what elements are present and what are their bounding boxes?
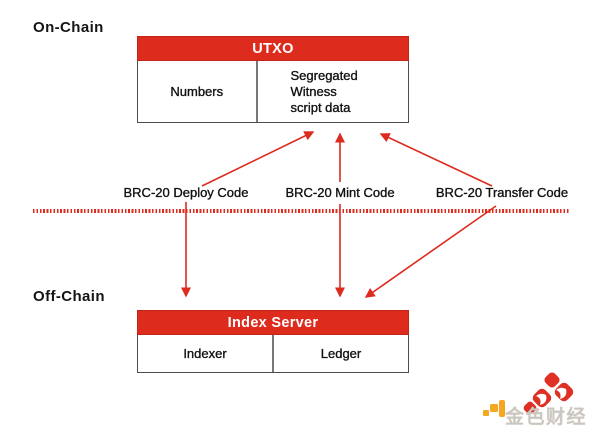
index-cell-indexer: Indexer xyxy=(138,335,272,372)
index-cell-ledger-label: Ledger xyxy=(320,346,362,361)
utxo-table: UTXO Numbers Segregated Witness script d… xyxy=(137,36,409,123)
chain-boundary-dotted-line xyxy=(33,209,569,213)
index-cell-indexer-label: Indexer xyxy=(183,346,227,361)
utxo-cell-segwit: Segregated Witness script data xyxy=(255,61,409,122)
utxo-table-body: Numbers Segregated Witness script data xyxy=(137,61,409,123)
arrow-deploy-to-utxo xyxy=(201,131,315,187)
brc20-mint-code-label: BRC-20 Mint Code xyxy=(285,185,395,200)
index-server-table-header: Index Server xyxy=(137,310,409,335)
arrow-transfer-to-utxo xyxy=(379,133,493,187)
jinse-logo: 金色财经 xyxy=(478,370,600,428)
arrow-transfer-to-index-server xyxy=(364,205,497,298)
utxo-header-label: UTXO xyxy=(252,40,294,57)
jinse-square-icon xyxy=(483,400,505,417)
index-server-table: Index Server Indexer Ledger xyxy=(137,310,409,373)
index-server-table-body: Indexer Ledger xyxy=(137,335,409,373)
utxo-table-header: UTXO xyxy=(137,36,409,61)
jinse-mark-icon xyxy=(523,372,574,415)
utxo-cell-segwit-label: Segregated Witness script data xyxy=(290,67,358,115)
on-chain-zone-label: On-Chain xyxy=(33,19,104,36)
utxo-cell-numbers-label: Numbers xyxy=(170,84,224,99)
jinse-logo-graphics xyxy=(483,372,574,417)
brc20-transfer-code-label: BRC-20 Transfer Code xyxy=(435,185,569,200)
utxo-cell-numbers: Numbers xyxy=(138,61,256,122)
index-server-header-label: Index Server xyxy=(227,314,319,331)
off-chain-zone-label: Off-Chain xyxy=(33,288,105,305)
brc20-deploy-code-label: BRC-20 Deploy Code xyxy=(123,185,249,200)
jinse-logo-text: 金色财经 xyxy=(505,407,588,428)
index-cell-ledger: Ledger xyxy=(272,335,408,372)
